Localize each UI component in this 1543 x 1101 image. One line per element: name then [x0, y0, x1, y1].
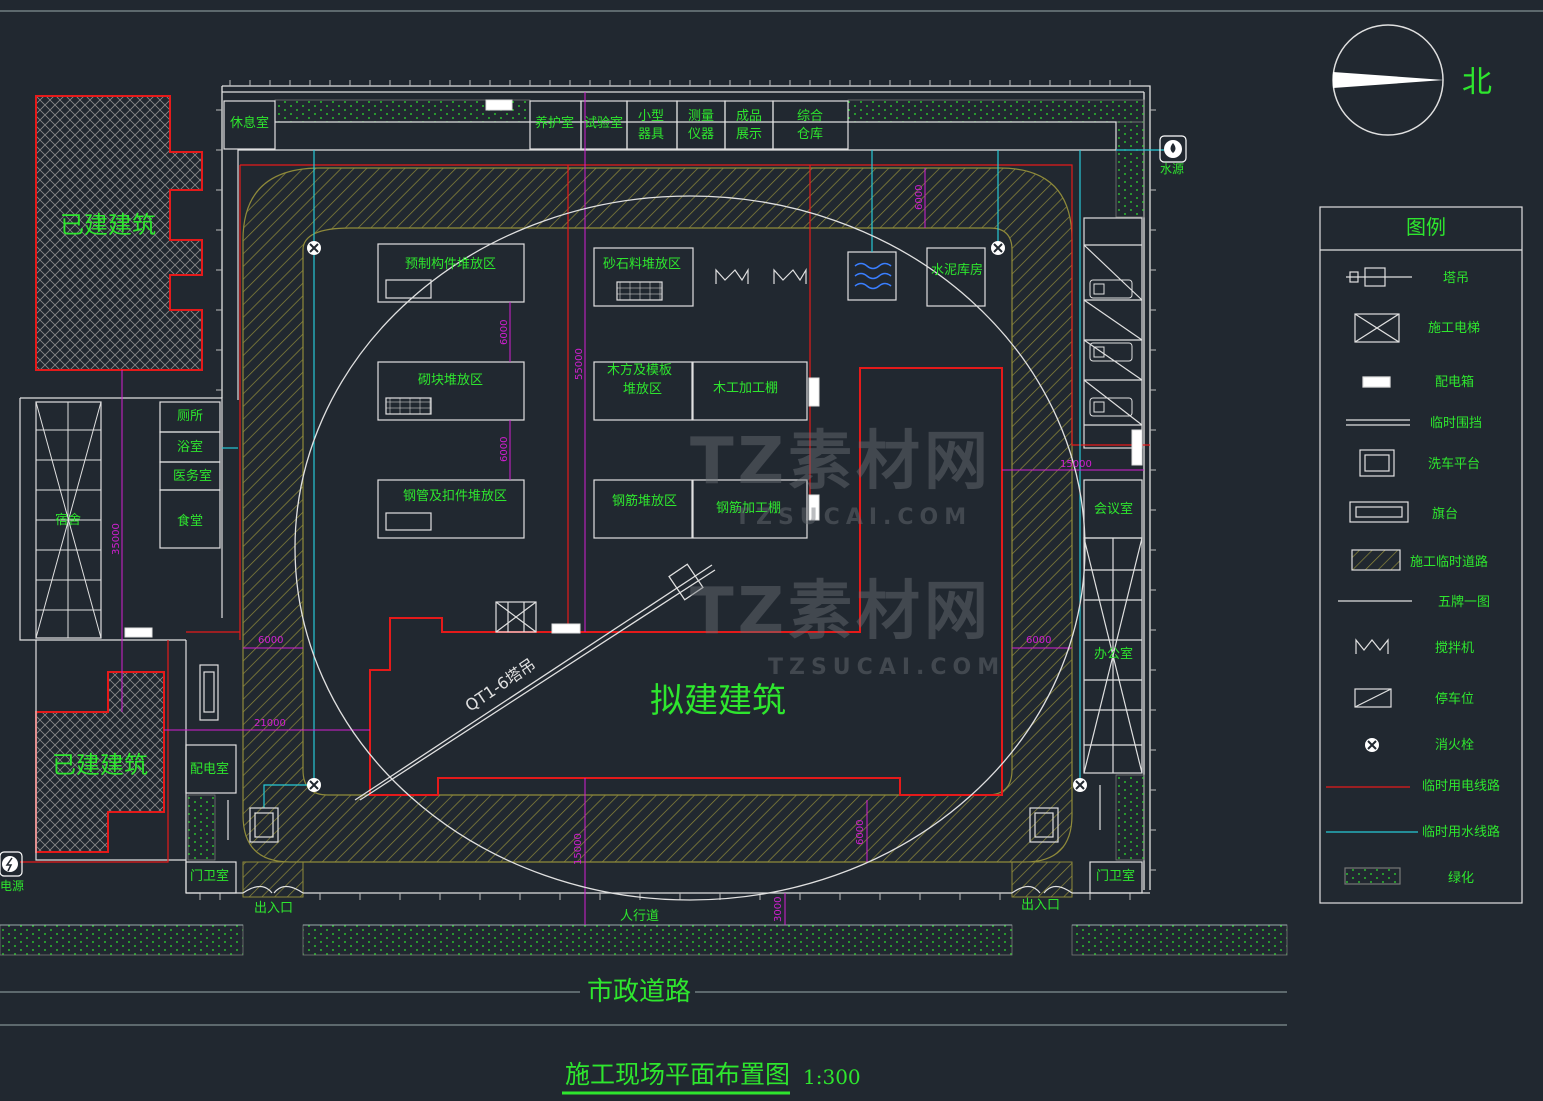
legend-title: 图例 — [1406, 215, 1446, 239]
room-survey-2: 仪器 — [688, 127, 714, 142]
legend-item: 消火栓 — [1435, 738, 1474, 753]
legend-item: 施工电梯 — [1428, 321, 1480, 336]
room-warehouse-2: 仓库 — [797, 126, 823, 142]
room-guard-right: 门卫室 — [1096, 868, 1135, 884]
room-rest: 休息室 — [230, 115, 269, 131]
zone-precast: 预制构件堆放区 — [405, 257, 496, 272]
legend-item: 施工临时道路 — [1410, 554, 1488, 570]
watermark-url-2: TZSUCAI.COM — [768, 655, 1006, 680]
room-curing: 养护室 — [535, 115, 574, 131]
existing-building-north — [35, 95, 203, 371]
dim-6000-top: 6000 — [914, 185, 925, 210]
greenery — [0, 99, 1288, 956]
existing-building-south-label: 已建建筑 — [52, 751, 148, 779]
entrance-left: 出入口 — [254, 901, 293, 916]
legend-item: 绿化 — [1448, 871, 1474, 886]
room-products-1: 成品 — [736, 109, 762, 124]
dim-6000-left: 6000 — [258, 635, 283, 646]
dimension-lines — [121, 92, 1144, 925]
dim-21000: 21000 — [254, 718, 286, 729]
dim-6000-a: 6000 — [499, 320, 510, 345]
room-small-tools-1: 小型 — [638, 109, 664, 124]
dim-35000: 35000 — [111, 523, 122, 555]
temporary-water-lines — [222, 149, 1170, 808]
dim-6000-b: 6000 — [499, 437, 510, 462]
room-toilet: 厕所 — [177, 409, 203, 424]
crane-arm — [354, 563, 716, 801]
dim-6000-bottom: 6000 — [855, 820, 866, 845]
existing-building-south — [35, 671, 165, 853]
construction-elevator — [495, 601, 537, 633]
room-meeting: 会议室 — [1094, 501, 1133, 517]
zone-aggregate: 砂石料堆放区 — [603, 257, 681, 272]
zone-block: 砌块堆放区 — [418, 373, 483, 388]
room-products-2: 展示 — [736, 127, 762, 142]
road-label: 市政道路 — [587, 977, 691, 1007]
zone-timber-2: 堆放区 — [623, 382, 662, 397]
dim-15000-right: 15000 — [1060, 459, 1092, 470]
crane-label: QT1-6塔吊 — [462, 655, 539, 716]
room-small-tools-2: 器具 — [638, 127, 664, 142]
legend-item: 临时围挡 — [1430, 416, 1482, 431]
dim-3000: 3000 — [773, 897, 784, 922]
proposed-building-outline — [369, 367, 1003, 796]
drawing-title: 施工现场平面布置图 — [565, 1060, 790, 1089]
water-source-label: 水源 — [1160, 162, 1184, 176]
fire-hydrants — [307, 241, 1087, 792]
zone-rebar-shed: 钢筋加工棚 — [716, 500, 781, 516]
compass-north-label: 北 — [1462, 65, 1492, 100]
legend-item: 洗车平台 — [1428, 456, 1480, 472]
legend-item: 五牌一图 — [1438, 594, 1490, 610]
zone-cement: 水泥库房 — [931, 262, 983, 278]
zone-scaffold: 钢管及扣件堆放区 — [403, 489, 507, 504]
zone-timber-1: 木方及模板 — [607, 362, 672, 378]
dim-15000-bottom: 15000 — [573, 833, 584, 865]
room-clinic: 医务室 — [173, 468, 212, 484]
room-guard-left: 门卫室 — [190, 868, 229, 884]
existing-building-north-label: 已建建筑 — [60, 211, 156, 239]
room-survey-1: 测量 — [688, 109, 714, 124]
watermark-url-1: TZSUCAI.COM — [735, 505, 973, 530]
room-dorm: 宿舍 — [55, 512, 81, 528]
sidewalk-label: 人行道 — [620, 909, 659, 924]
power-source-label: 电源 — [0, 879, 24, 893]
room-test: 试验室 — [584, 115, 623, 131]
dim-55000: 55000 — [574, 348, 585, 380]
room-warehouse-1: 综合 — [797, 109, 823, 124]
crane-radius — [294, 195, 1086, 901]
zone-rebar: 钢筋堆放区 — [612, 493, 677, 509]
legend-item: 配电箱 — [1435, 374, 1474, 390]
proposed-building-label: 拟建建筑 — [650, 681, 786, 721]
north-compass — [1332, 24, 1444, 136]
watermark-logo-1: TZ素材网 — [690, 425, 993, 499]
legend-item: 停车位 — [1435, 691, 1474, 707]
zone-carpentry: 木工加工棚 — [713, 381, 778, 396]
room-bath: 浴室 — [177, 439, 203, 455]
entrance-right: 出入口 — [1021, 898, 1060, 913]
room-canteen: 食堂 — [177, 513, 203, 529]
dim-6000-right: 6000 — [1026, 635, 1051, 646]
legend-item: 临时用电线路 — [1422, 778, 1500, 794]
temporary-power-lines — [20, 164, 1150, 863]
room-office: 办公室 — [1094, 646, 1133, 662]
legend-item: 塔吊 — [1443, 271, 1469, 286]
legend-item: 旗台 — [1432, 506, 1458, 522]
drawing-scale: 1:300 — [803, 1065, 861, 1089]
watermark-logo-2: TZ素材网 — [690, 575, 993, 649]
room-power: 配电室 — [190, 761, 229, 777]
legend-item: 临时用水线路 — [1422, 824, 1500, 840]
legend-item: 搅拌机 — [1435, 640, 1474, 656]
legend-box — [1319, 206, 1523, 904]
